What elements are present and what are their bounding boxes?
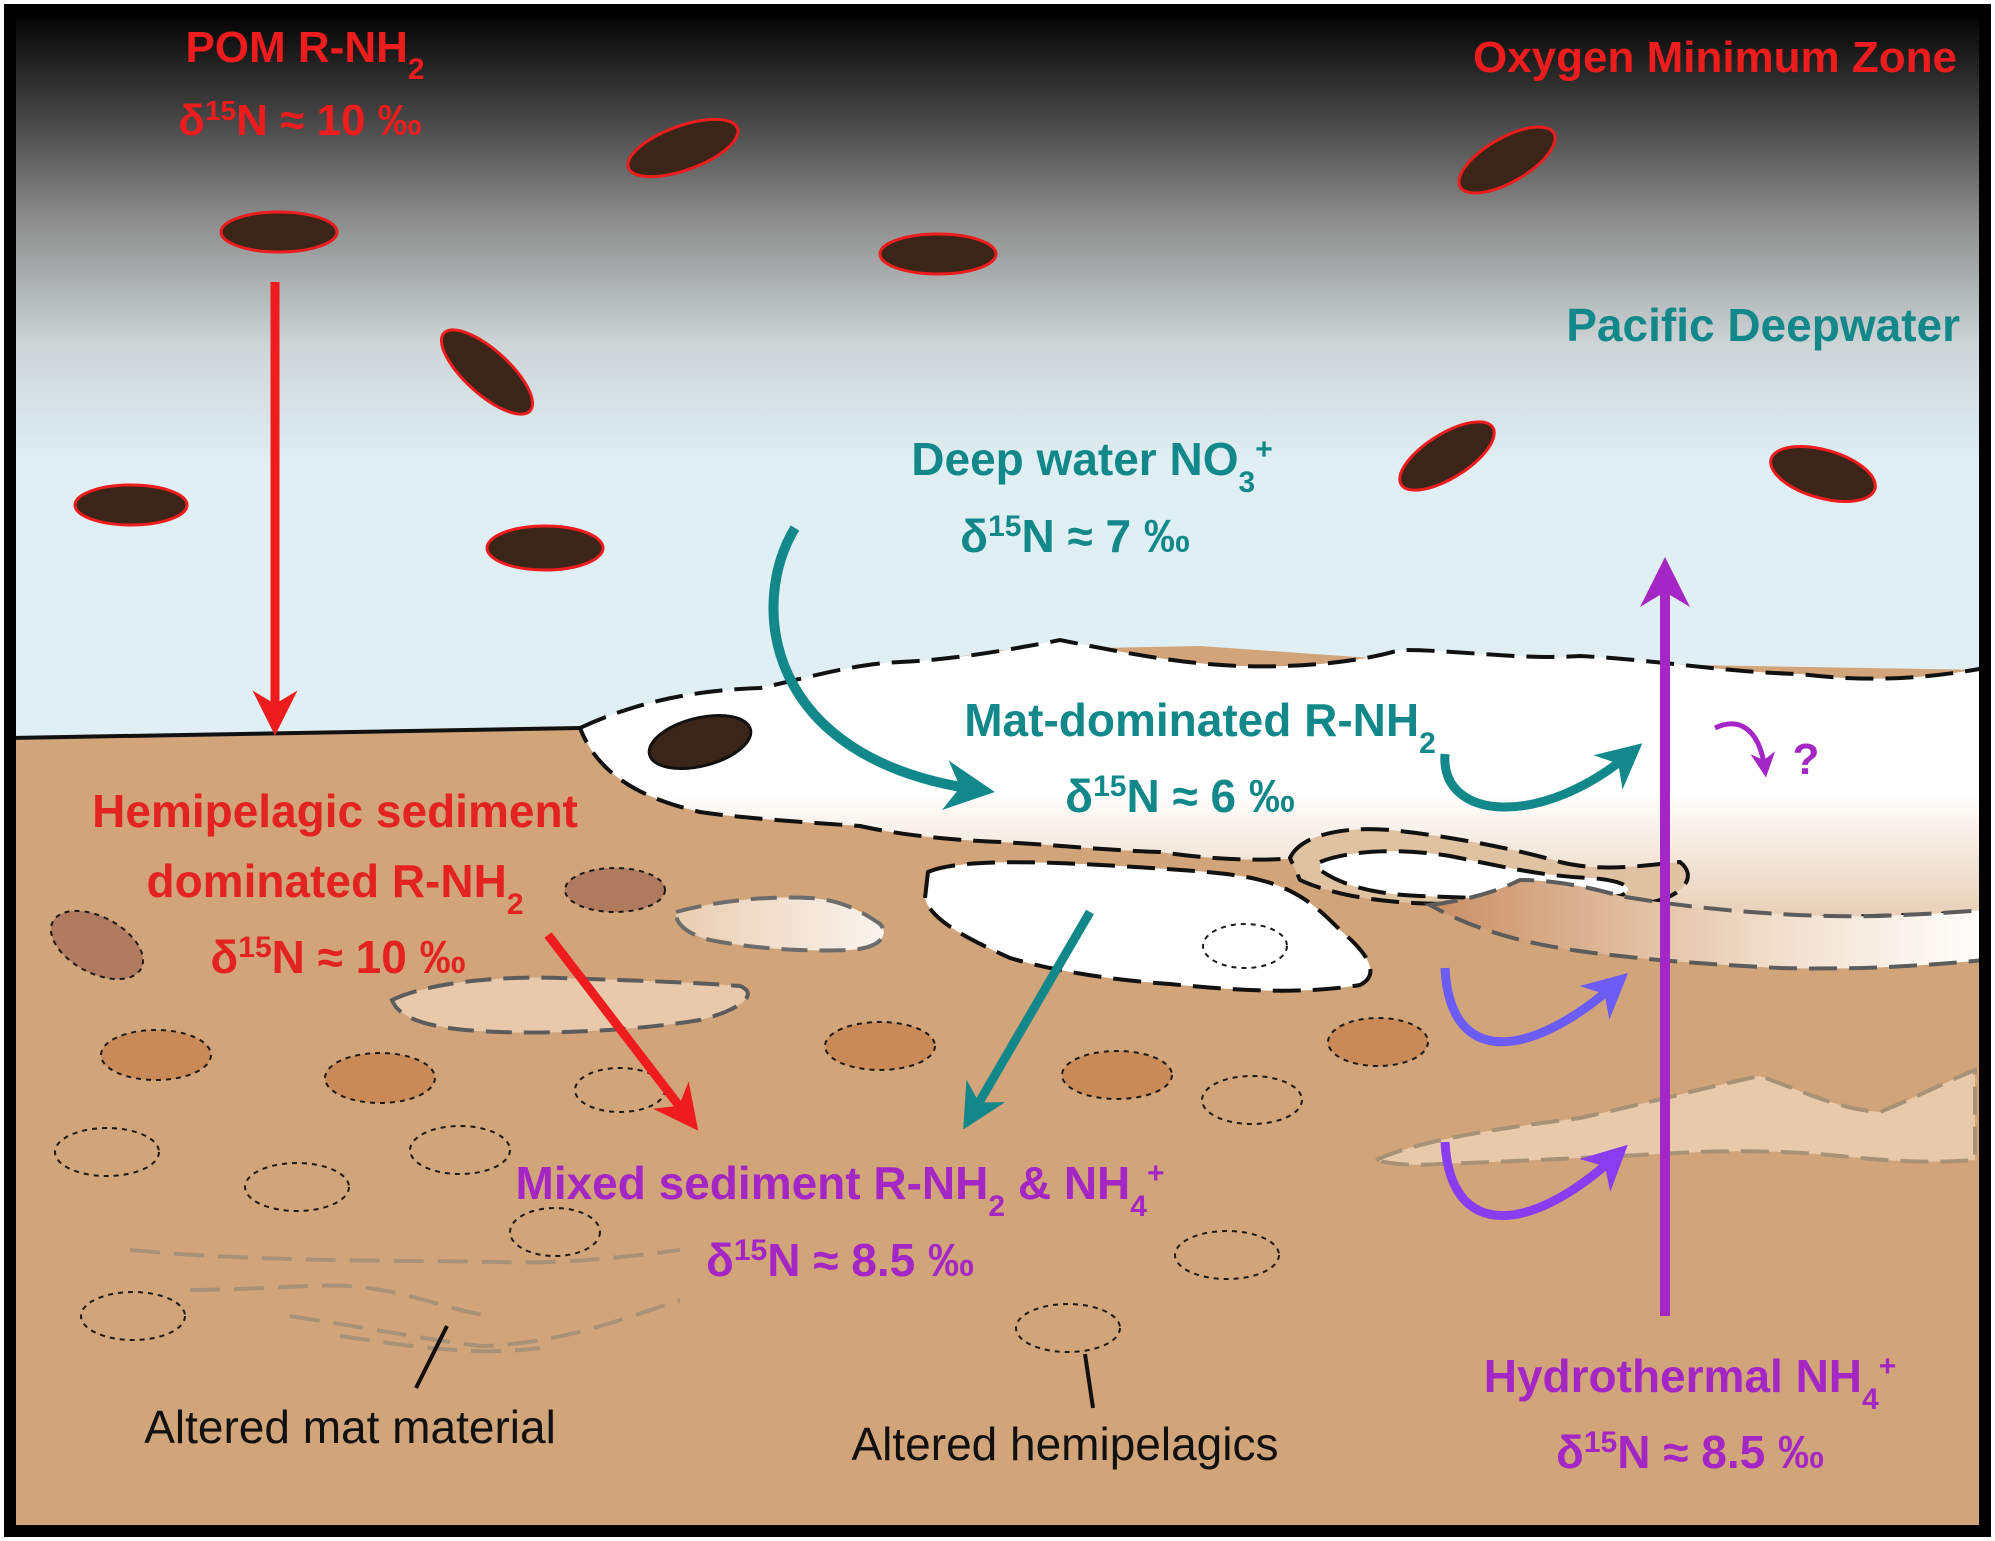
altered-mat-streak-1 [129,1248,681,1265]
arrow-uncertain-flux [1713,721,1776,778]
pom-particle [73,483,189,527]
leader-altered-hemipelagics [1083,1353,1095,1409]
label-deep-water-no3: Deep water NO3+ [911,433,1272,499]
label-mixed-sediment: Mixed sediment R-NH2 & NH4+ [516,1157,1165,1223]
altered-mat-streak-2 [189,1283,491,1318]
pom-particle [1398,420,1496,492]
nodule [564,867,666,913]
label-hydrothermal-delta: δ15N ≈ 8.5 ‰ [1556,1426,1824,1479]
nodule [1015,1303,1121,1353]
arrow-deep-no3 [768,525,995,811]
nodule [409,1125,511,1175]
label-pom: POM R-NH2 [185,23,424,86]
arrow-mat-release [1440,743,1643,812]
nodule [80,1291,186,1341]
label-mixed-delta: δ15N ≈ 8.5 ‰ [706,1234,974,1287]
nodule [49,909,145,981]
label-pacific-deepwater: Pacific Deepwater [1566,299,1960,351]
label-mat-delta: δ15N ≈ 6 ‰ [1065,770,1295,823]
label-hemipelagic-delta: δ15N ≈ 10 ‰ [210,931,465,984]
label-hemipelagic-line1: Hemipelagic sediment [92,785,578,837]
pom-particle-on-mat [647,714,753,770]
nodule [244,1162,350,1212]
altered-mat-streak-3 [289,1298,681,1349]
label-hydrothermal: Hydrothermal NH4+ [1484,1350,1897,1416]
sediment-lens-right [1423,877,1987,971]
label-altered-hemipelagics: Altered hemipelagics [851,1418,1278,1470]
label-altered-mat: Altered mat material [144,1401,556,1453]
nodule [1201,1075,1303,1125]
nodule [54,1127,160,1177]
label-deep-water-delta: δ15N ≈ 7 ‰ [960,510,1190,563]
sediment-lens-mid-1 [674,895,886,953]
nodule [1327,1017,1429,1067]
pom-particle [626,117,740,179]
pom-particle [485,524,605,572]
nodule [324,1052,436,1104]
label-hemipelagic-line2: dominated R-NH2 [146,855,523,921]
pom-particle [1457,125,1557,195]
leader-altered-mat [414,1325,449,1389]
label-question: ? [1793,735,1820,784]
diagram-frame [4,4,1991,1537]
pom-particle [439,328,535,416]
label-pom-delta: δ15N ≈ 10 ‰ [178,95,421,146]
nodule [1174,1230,1280,1280]
altered-mat-lens-deep [1370,1067,1977,1167]
pom-particle [1769,445,1877,503]
pom-particles [73,117,1877,572]
nodule [1202,923,1288,969]
mat-lower-bulge [922,860,1373,993]
arrow-hydro-mixing-upper [1440,967,1629,1047]
nodule [824,1021,936,1071]
arrow-mat-to-mixed [963,909,1094,1130]
nodule [100,1029,212,1081]
sediment-lens-mid-2 [389,975,750,1035]
pom-particle [219,210,339,254]
nodule [1061,1050,1173,1100]
arrow-hemipelagic-to-mixed [544,932,699,1131]
label-oxygen-minimum-zone: Oxygen Minimum Zone [1473,33,1957,82]
arrow-hydro-mixing-lower [1440,1141,1628,1220]
pom-particle [878,232,998,276]
nodule [509,1207,601,1257]
label-mat-dominated: Mat-dominated R-NH2 [964,694,1436,760]
altered-mat-streak-4 [339,1334,541,1354]
altered-hemipelagic-nodules [49,867,1429,1353]
